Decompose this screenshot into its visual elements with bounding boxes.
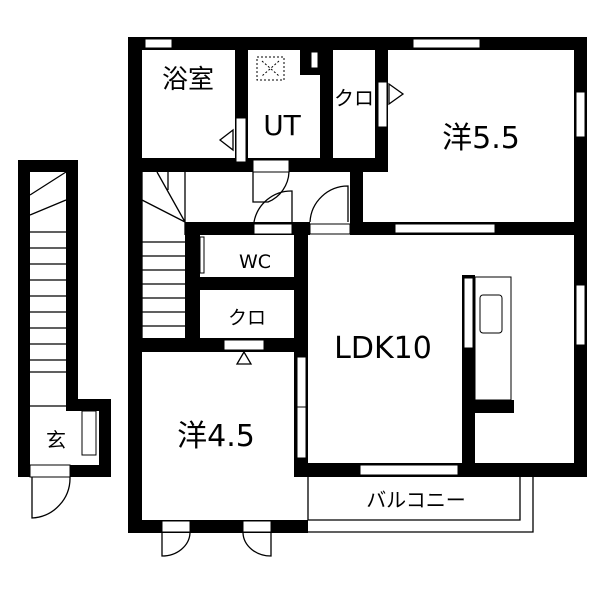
window-door-swing: [242, 532, 272, 557]
interior-stairs: [141, 171, 186, 338]
room-label-closet-top: クロ: [334, 86, 374, 110]
room-label-western-large: 洋5.5: [442, 121, 520, 156]
entrance-stairs: [29, 171, 67, 407]
closet-mid-door-arrow: [235, 350, 253, 365]
window: [575, 284, 586, 346]
room-label-western-small: 洋4.5: [177, 419, 255, 454]
kitchen-counter: [463, 276, 512, 401]
closet-mid-door: [223, 339, 265, 351]
closet-door-arrow: [388, 82, 405, 106]
window-door: [242, 520, 272, 533]
ldk-door-opening: [309, 223, 351, 235]
sink-icon: [479, 294, 503, 334]
sliding-door: [296, 406, 307, 459]
window: [144, 38, 173, 49]
ldk-door-swing: [309, 185, 349, 223]
sliding-door: [296, 356, 307, 408]
window: [575, 91, 586, 138]
bath-door-arrow: [218, 128, 234, 152]
window-door-swing: [161, 532, 191, 557]
entrance-door-swing: [31, 476, 71, 519]
closet-door: [377, 81, 388, 128]
entrance-stair-tower: [18, 160, 111, 519]
balcony: [307, 477, 534, 533]
room-label-utility: UT: [263, 109, 301, 142]
window: [359, 464, 459, 476]
room-label-ldk: LDK10: [334, 331, 432, 366]
room-label-balcony: バルコニー: [366, 488, 466, 512]
sliding-door: [394, 223, 496, 234]
toilet-door-swing: [253, 190, 293, 223]
room-label-closet-mid: クロ: [228, 307, 266, 329]
bath-door: [235, 117, 247, 163]
room-label-toilet: WC: [239, 251, 271, 273]
toilet-door-opening: [253, 223, 293, 235]
ventilation-cross: [261, 60, 280, 77]
entrance-door-opening: [29, 464, 71, 478]
window-door: [161, 520, 191, 533]
toilet-sliding-door: [199, 236, 205, 274]
utility-door-swing: [252, 171, 290, 203]
shoe-cabinet: [81, 410, 97, 456]
room-label-bath: 浴室: [162, 65, 214, 95]
window: [412, 38, 481, 49]
ventilation-icon: [256, 56, 285, 81]
room-label-entrance: 玄: [46, 428, 66, 452]
utility-door-opening: [252, 159, 290, 173]
